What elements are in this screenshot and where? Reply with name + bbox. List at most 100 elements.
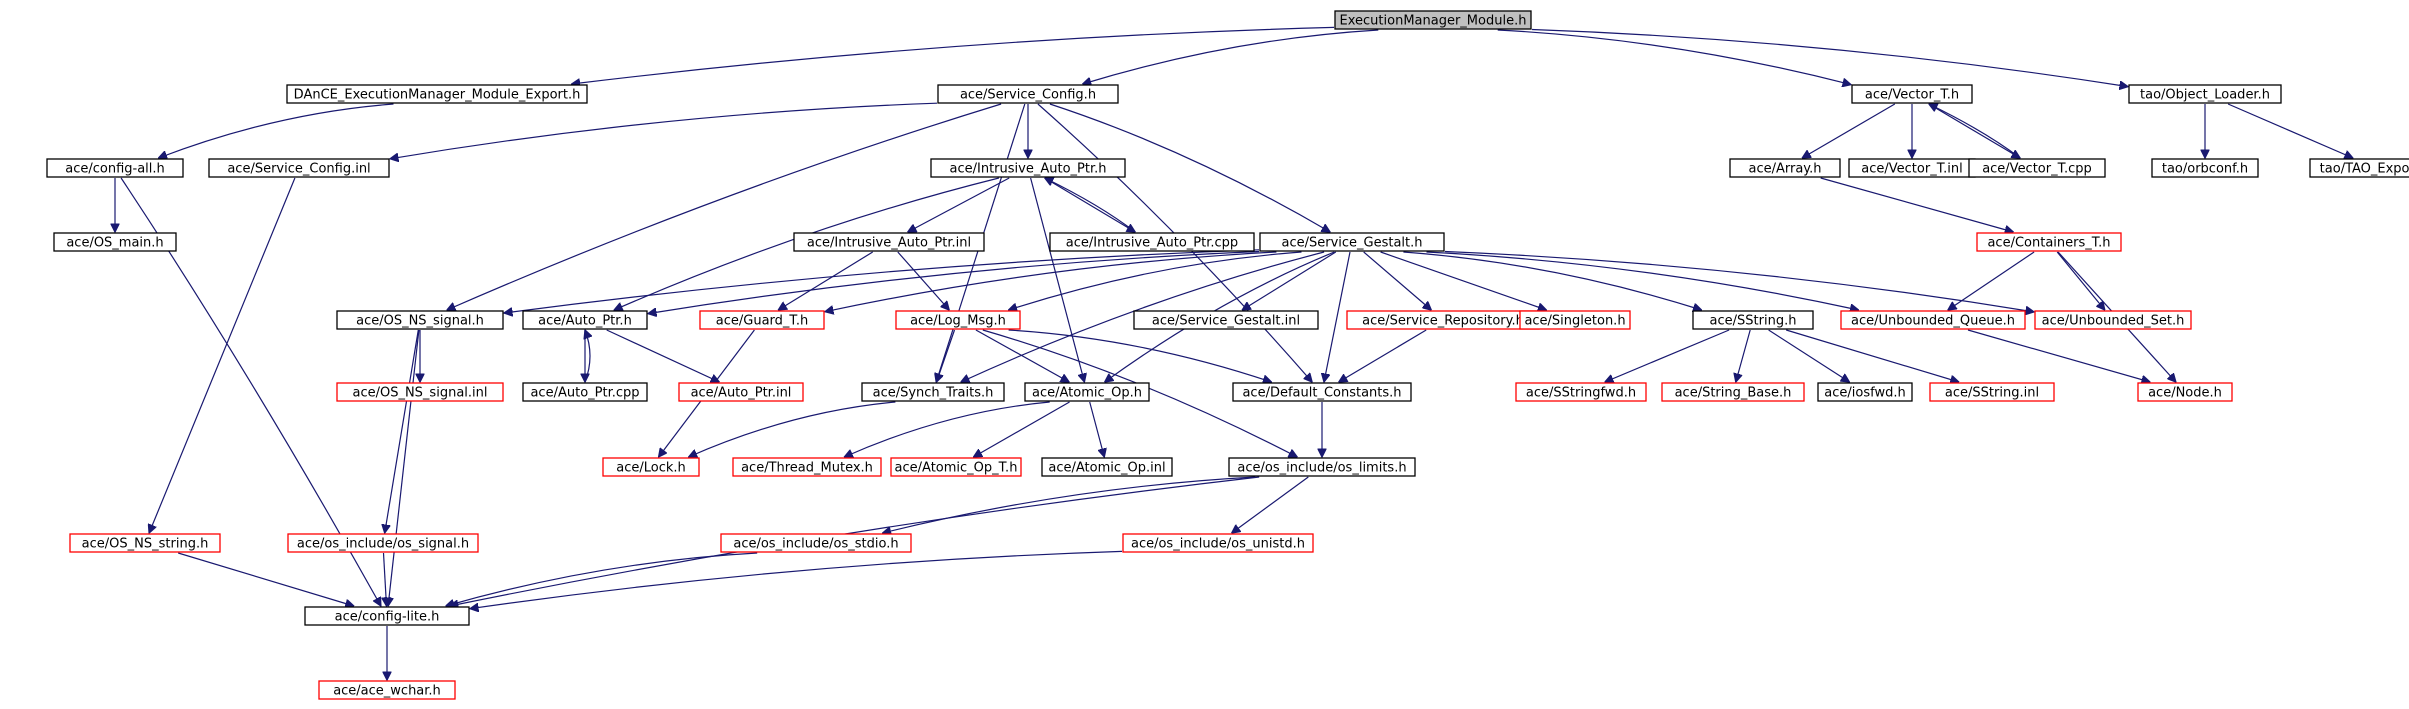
node-ace-service-repository-h[interactable]: ace/Service_Repository.h (1346, 310, 1540, 330)
node-box (1692, 310, 1814, 330)
node-label: ace/config-all.h (65, 162, 165, 177)
node-tao-object-loader-h[interactable]: tao/Object_Loader.h (2128, 84, 2282, 104)
node-box (1729, 158, 1841, 178)
node-label: ace/Array.h (1748, 162, 1821, 177)
node-ace-vector-t-cpp[interactable]: ace/Vector_T.cpp (1968, 158, 2106, 178)
node-box (318, 680, 456, 700)
node-ace-intrusive-auto-ptr-h[interactable]: ace/Intrusive_Auto_Ptr.h (930, 158, 1126, 178)
edge-ace-unbounded-queue-h-to-ace-node-h (1967, 329, 2150, 382)
node-ace-iosfwd-h[interactable]: ace/iosfwd.h (1817, 382, 1913, 402)
node-dance-executionmanager-module-export-h[interactable]: DAnCE_ExecutionManager_Module_Export.h (286, 84, 588, 104)
node-box (69, 533, 221, 553)
node-ace-thread-mutex-h[interactable]: ace/Thread_Mutex.h (732, 457, 882, 477)
node-ace-unbounded-set-h[interactable]: ace/Unbounded_Set.h (2034, 310, 2192, 330)
node-ace-os-main-h[interactable]: ace/OS_main.h (53, 232, 177, 252)
node-label: ace/Auto_Ptr.inl (691, 386, 792, 401)
node-ace-guard-t-h[interactable]: ace/Guard_T.h (699, 310, 825, 330)
node-ace-lock-h[interactable]: ace/Lock.h (602, 457, 700, 477)
edge-executionmanager-module-h-to-ace-vector-t-h (1497, 29, 1851, 85)
edge-ace-intrusive-auto-ptr-h-to-ace-atomic-op-h (1030, 177, 1085, 382)
edge-ace-os-include-os-signal-h-to-ace-config-lite-h (384, 552, 387, 606)
node-label: tao/orbconf.h (2162, 162, 2248, 177)
node-ace-os-include-os-signal-h[interactable]: ace/os_include/os_signal.h (287, 533, 479, 553)
node-ace-node-h[interactable]: ace/Node.h (2137, 382, 2233, 402)
node-ace-atomic-op-h[interactable]: ace/Atomic_Op.h (1024, 382, 1150, 402)
node-ace-os-include-os-limits-h[interactable]: ace/os_include/os_limits.h (1228, 457, 1416, 477)
node-ace-synch-traits-h[interactable]: ace/Synch_Traits.h (861, 382, 1005, 402)
node-box (53, 232, 177, 252)
node-tao-orbconf-h[interactable]: tao/orbconf.h (2151, 158, 2259, 178)
edge-ace-service-repository-h-to-ace-default-constants-h (1339, 329, 1427, 382)
node-ace-intrusive-auto-ptr-cpp[interactable]: ace/Intrusive_Auto_Ptr.cpp (1049, 232, 1255, 252)
node-ace-ace-wchar-h[interactable]: ace/ace_wchar.h (318, 680, 456, 700)
node-label: ace/OS_NS_signal.inl (352, 386, 487, 401)
edge-ace-atomic-op-h-to-ace-thread-mutex-h (844, 401, 1050, 457)
edge-ace-os-ns-signal-h-to-ace-os-include-os-signal-h (385, 329, 419, 533)
node-ace-singleton-h[interactable]: ace/Singleton.h (1519, 310, 1631, 330)
node-box (699, 310, 825, 330)
node-ace-service-gestalt-h[interactable]: ace/Service_Gestalt.h (1259, 232, 1445, 252)
node-ace-string-base-h[interactable]: ace/String_Base.h (1661, 382, 1805, 402)
edge-ace-intrusive-auto-ptr-inl-to-ace-log-msg-h (897, 251, 949, 310)
node-label: ace/Intrusive_Auto_Ptr.cpp (1066, 236, 1238, 251)
node-ace-array-h[interactable]: ace/Array.h (1729, 158, 1841, 178)
node-label: ace/Vector_T.h (1865, 88, 1959, 103)
node-ace-unbounded-queue-h[interactable]: ace/Unbounded_Queue.h (1840, 310, 2026, 330)
edge-ace-os-include-os-unistd-h-to-ace-config-lite-h (470, 550, 1123, 608)
nodes-layer: ExecutionManager_Module.hDAnCE_Execution… (46, 10, 2409, 700)
node-box (522, 382, 648, 402)
node-box (46, 158, 184, 178)
node-ace-service-config-inl[interactable]: ace/Service_Config.inl (208, 158, 390, 178)
node-ace-atomic-op-inl[interactable]: ace/Atomic_Op.inl (1041, 457, 1173, 477)
node-ace-service-gestalt-inl[interactable]: ace/Service_Gestalt.inl (1133, 310, 1319, 330)
edges-layer (115, 26, 2353, 680)
node-label: ace/Service_Config.inl (227, 162, 370, 177)
node-box (2034, 310, 2192, 330)
node-ace-os-include-os-stdio-h[interactable]: ace/os_include/os_stdio.h (720, 533, 912, 553)
node-box (930, 158, 1126, 178)
edge-dance-executionmanager-module-export-h-to-ace-config-all-h (159, 103, 394, 158)
edge-ace-service-gestalt-h-to-ace-default-constants-h (1324, 251, 1351, 382)
node-ace-os-ns-signal-inl[interactable]: ace/OS_NS_signal.inl (336, 382, 504, 402)
node-ace-service-config-h[interactable]: ace/Service_Config.h (937, 84, 1119, 104)
node-ace-atomic-op-t-h[interactable]: ace/Atomic_Op_T.h (890, 457, 1022, 477)
edge-ace-service-gestalt-h-to-ace-log-msg-h (1009, 251, 1302, 310)
node-label: ace/Auto_Ptr.h (538, 314, 632, 329)
node-box (732, 457, 882, 477)
node-box (1817, 382, 1913, 402)
node-ace-config-all-h[interactable]: ace/config-all.h (46, 158, 184, 178)
node-box (895, 310, 1021, 330)
node-tao-tao-export-h[interactable]: tao/TAO_Export.h (2309, 158, 2409, 178)
node-box (2151, 158, 2259, 178)
node-ace-sstring-h[interactable]: ace/SString.h (1692, 310, 1814, 330)
node-ace-intrusive-auto-ptr-inl[interactable]: ace/Intrusive_Auto_Ptr.inl (793, 232, 985, 252)
node-box (937, 84, 1119, 104)
node-ace-log-msg-h[interactable]: ace/Log_Msg.h (895, 310, 1021, 330)
edge-ace-service-gestalt-h-to-ace-service-gestalt-inl (1242, 251, 1337, 310)
node-label: ExecutionManager_Module.h (1340, 14, 1527, 29)
node-ace-vector-t-h[interactable]: ace/Vector_T.h (1851, 84, 1973, 104)
node-ace-containers-t-h[interactable]: ace/Containers_T.h (1976, 232, 2122, 252)
node-label: ace/iosfwd.h (1824, 386, 1905, 401)
node-ace-auto-ptr-inl[interactable]: ace/Auto_Ptr.inl (678, 382, 804, 402)
node-ace-sstringfwd-h[interactable]: ace/SStringfwd.h (1515, 382, 1647, 402)
node-box (1851, 84, 1973, 104)
node-label: ace/Auto_Ptr.cpp (530, 386, 639, 401)
node-ace-config-lite-h[interactable]: ace/config-lite.h (304, 606, 470, 626)
node-ace-os-include-os-unistd-h[interactable]: ace/os_include/os_unistd.h (1122, 533, 1314, 553)
node-ace-auto-ptr-cpp[interactable]: ace/Auto_Ptr.cpp (522, 382, 648, 402)
node-ace-default-constants-h[interactable]: ace/Default_Constants.h (1232, 382, 1412, 402)
node-label: ace/Intrusive_Auto_Ptr.h (950, 162, 1107, 177)
node-executionmanager-module-h[interactable]: ExecutionManager_Module.h (1334, 10, 1532, 30)
node-ace-os-ns-signal-h[interactable]: ace/OS_NS_signal.h (336, 310, 504, 330)
node-label: ace/Intrusive_Auto_Ptr.inl (807, 236, 971, 251)
node-ace-sstring-inl[interactable]: ace/SString.inl (1929, 382, 2055, 402)
node-ace-auto-ptr-h[interactable]: ace/Auto_Ptr.h (522, 310, 648, 330)
node-ace-os-ns-string-h[interactable]: ace/OS_NS_string.h (69, 533, 221, 553)
edge-ace-intrusive-auto-ptr-cpp-to-ace-intrusive-auto-ptr-h (1045, 178, 1136, 233)
edge-ace-service-gestalt-h-to-ace-singleton-h (1380, 251, 1547, 310)
edge-ace-sstring-h-to-ace-sstring-inl (1786, 329, 1959, 382)
node-box (720, 533, 912, 553)
node-ace-vector-t-inl[interactable]: ace/Vector_T.inl (1848, 158, 1976, 178)
node-box (890, 457, 1022, 477)
